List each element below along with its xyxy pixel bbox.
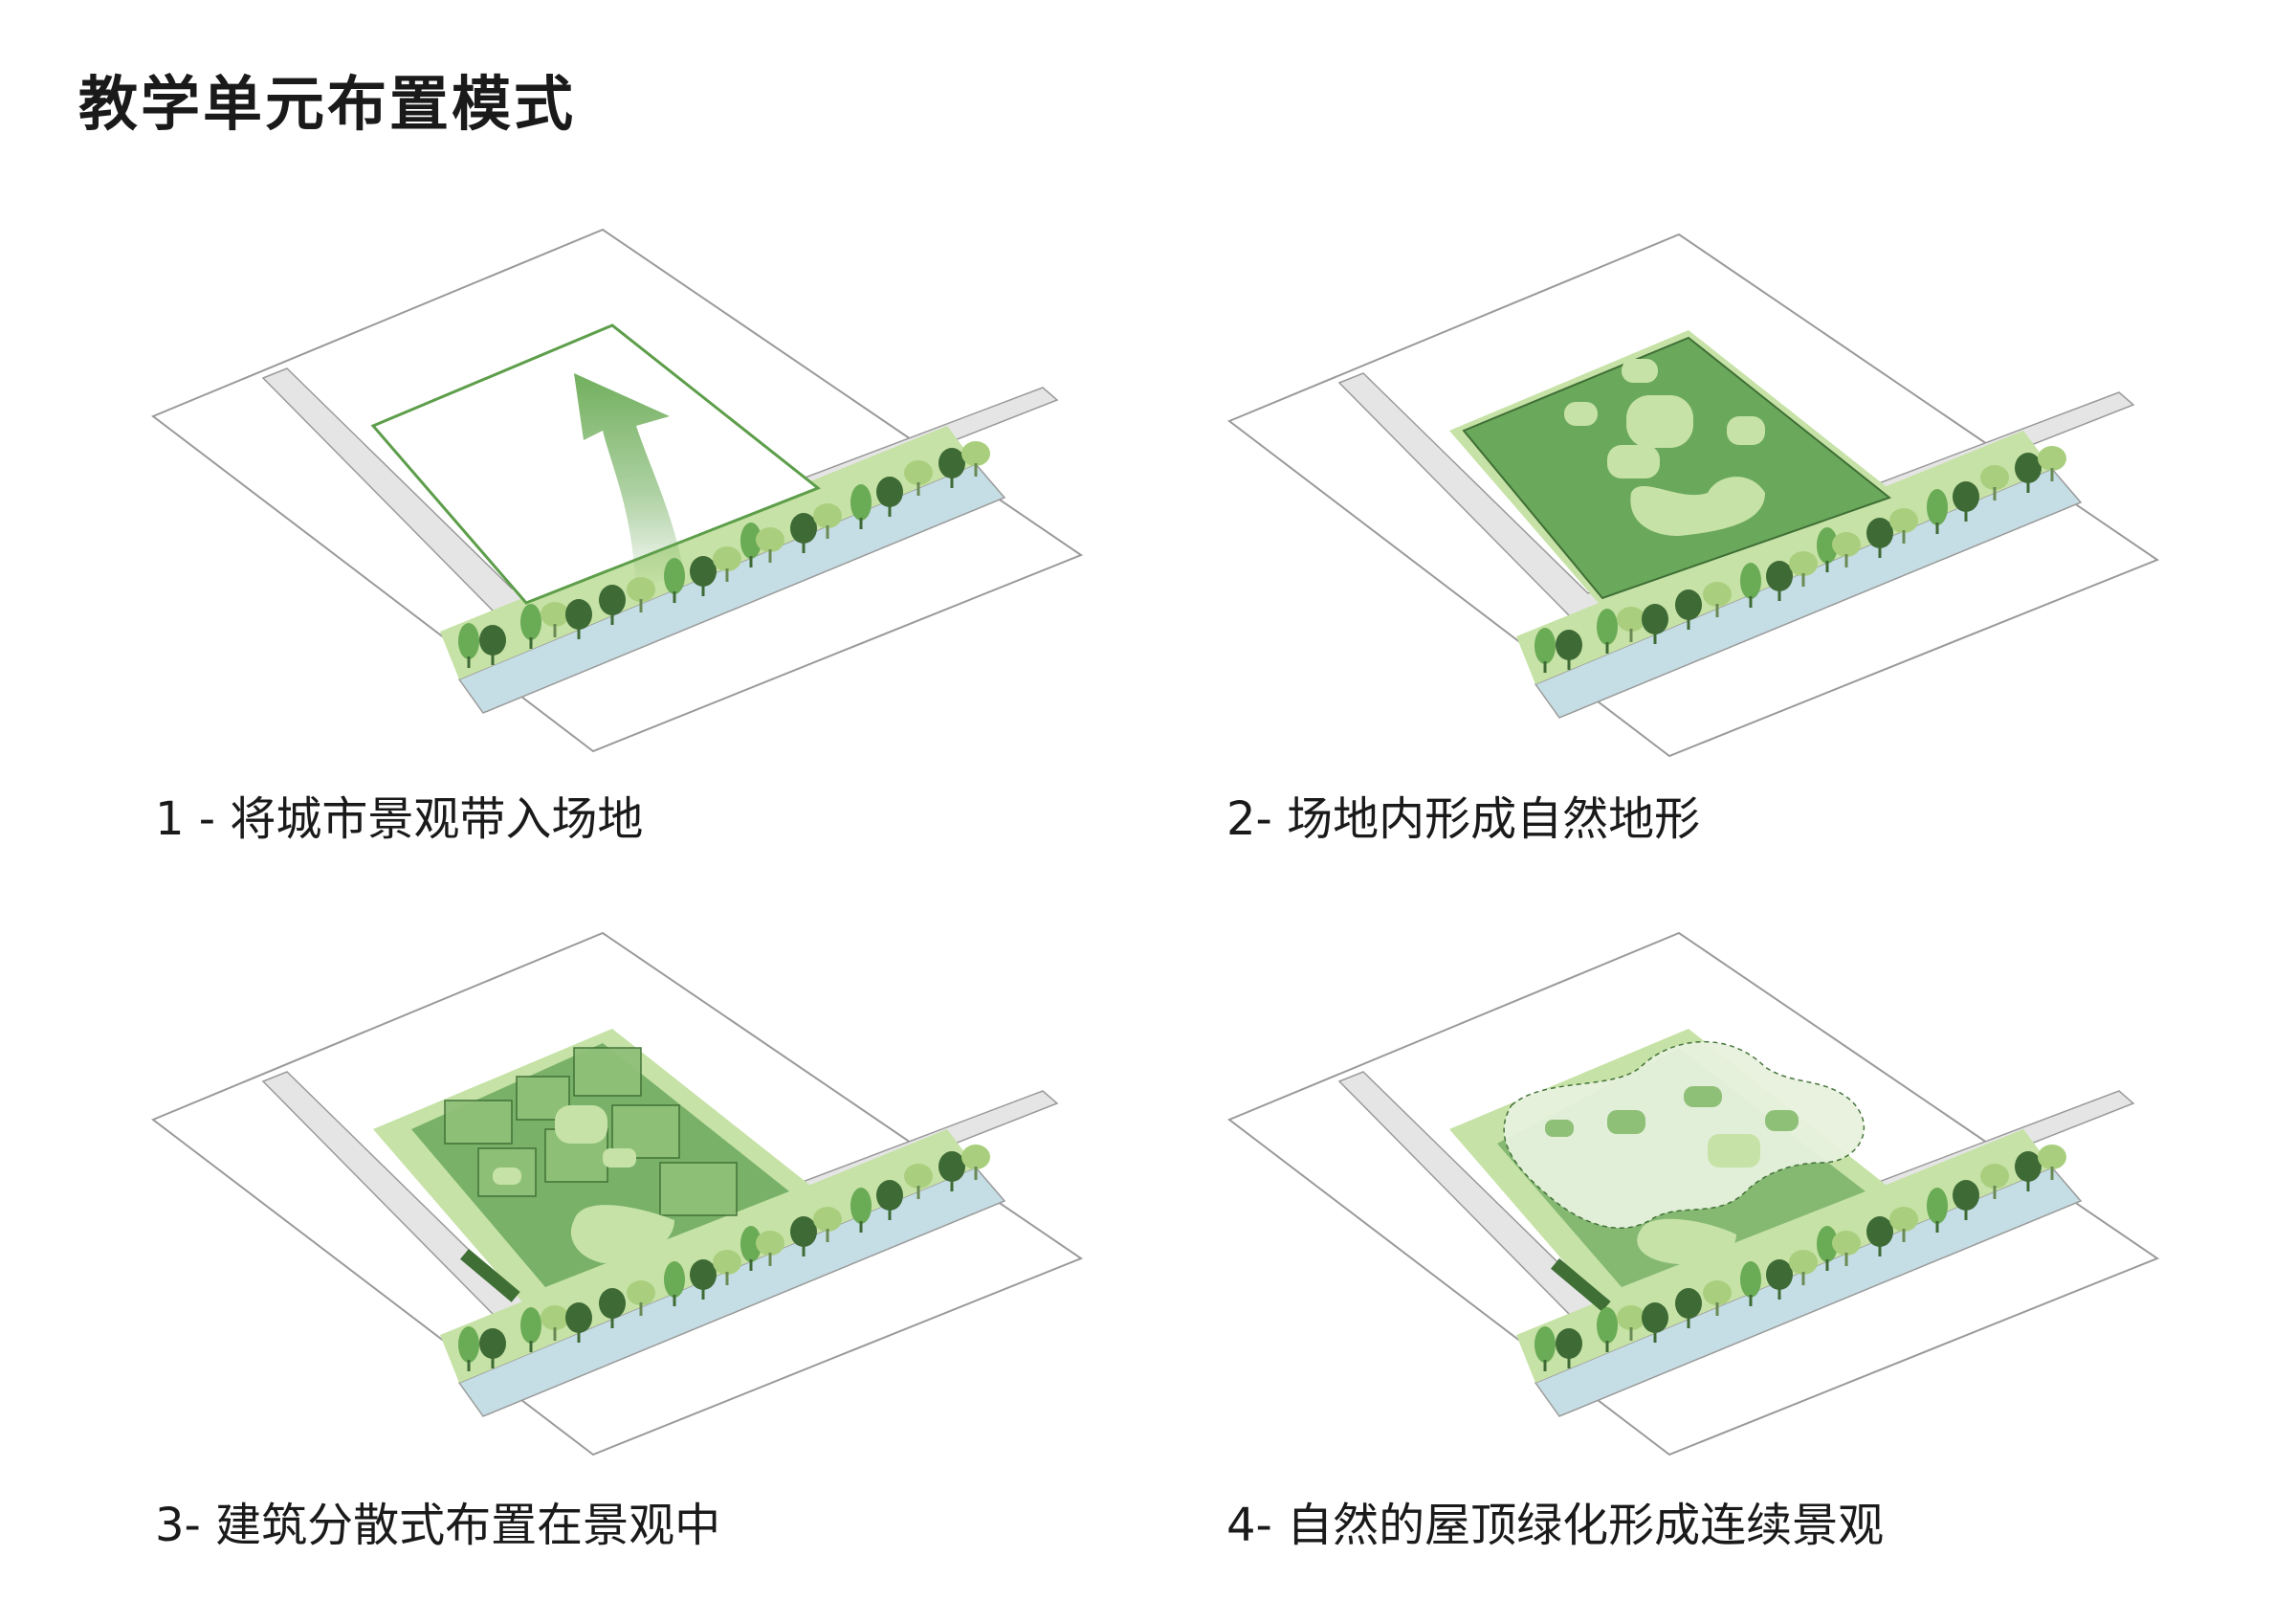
caption-3: 3- 建筑分散式布置在景观中 — [155, 1499, 721, 1552]
site-diagram-3 — [152, 932, 1082, 1456]
page-title: 教学单元布置模式 — [78, 69, 577, 139]
caption-2: 2- 场地内形成自然地形 — [1226, 792, 1701, 846]
caption-1: 1 - 将城市景观带入场地 — [155, 792, 644, 846]
panel-1-diagram — [152, 229, 1110, 752]
landscape-arrow-icon — [574, 373, 684, 589]
site-diagram-4 — [1228, 932, 2158, 1456]
caption-4: 4- 自然的屋顶绿化形成连续景观 — [1226, 1499, 1885, 1552]
panel-2-diagram — [1228, 233, 2186, 757]
site-diagram-2 — [1228, 233, 2158, 757]
panel-4-diagram — [1228, 932, 2186, 1456]
panel-3-diagram — [152, 932, 1110, 1456]
site-diagram-1 — [152, 229, 1082, 752]
